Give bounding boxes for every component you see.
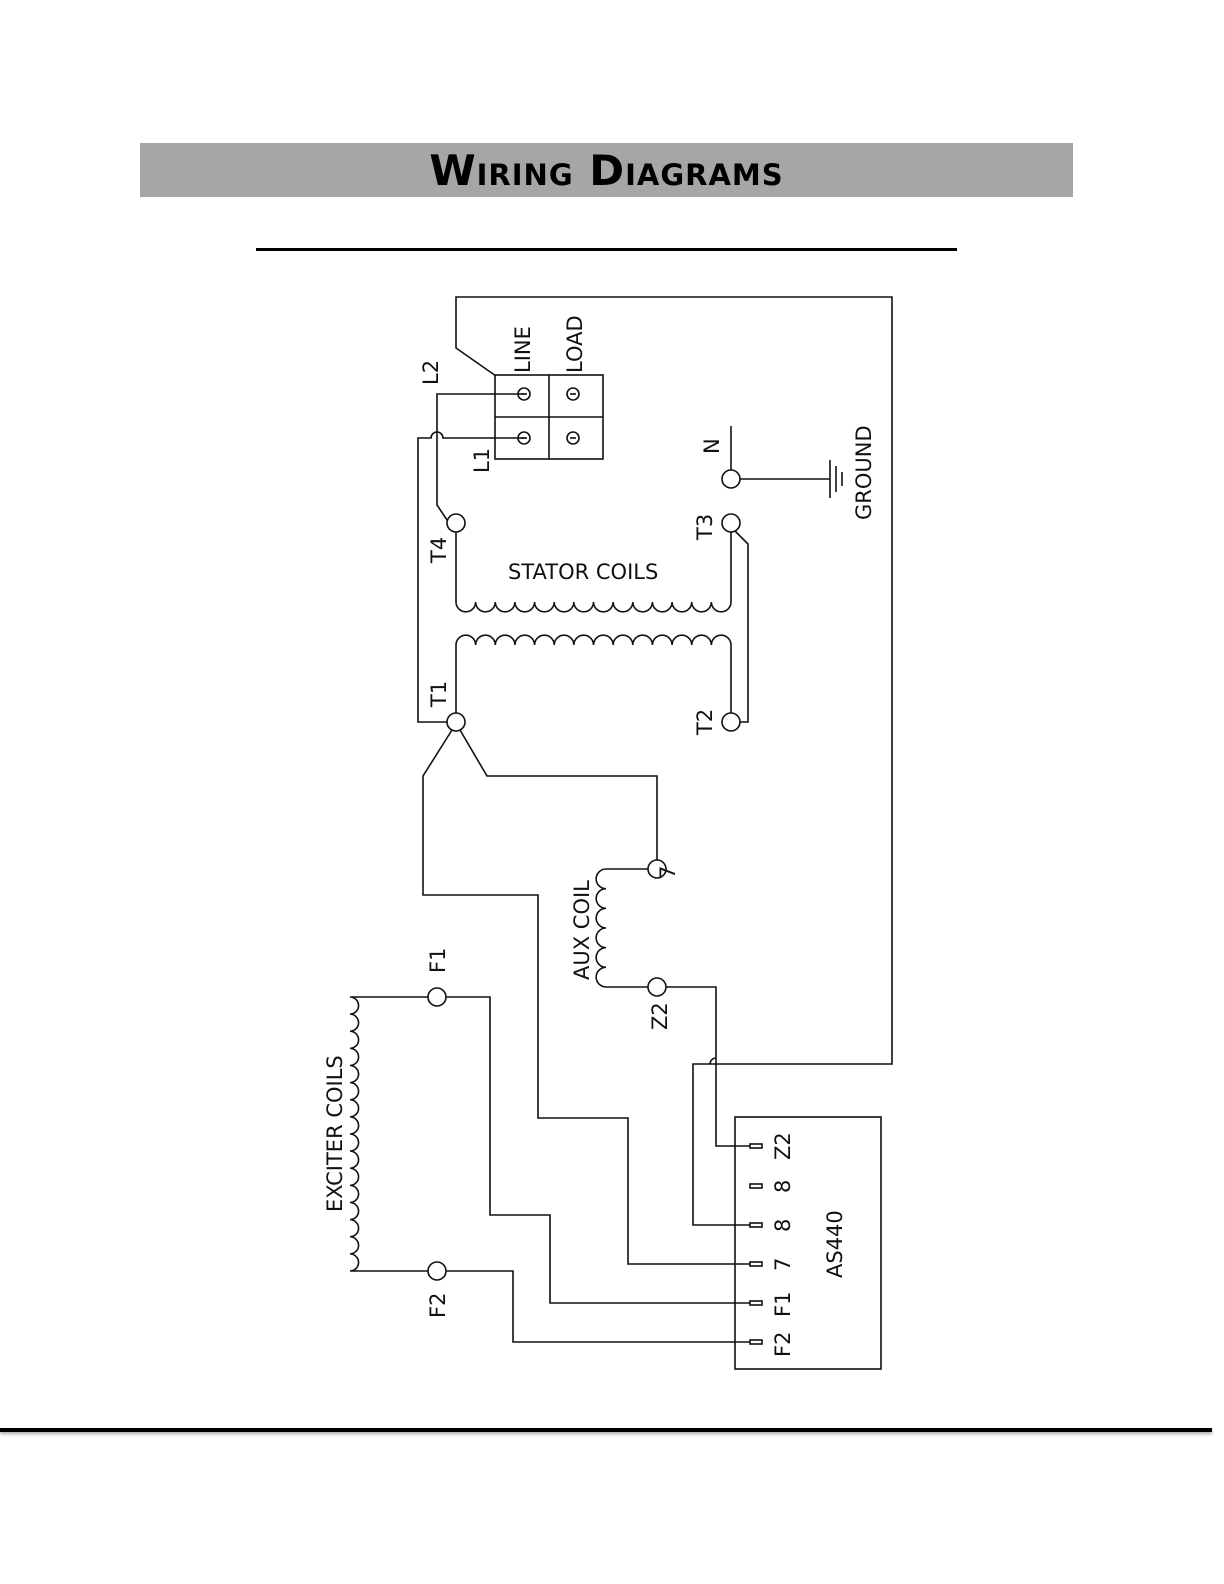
label-t1: T1 — [427, 681, 451, 708]
terminal-t2 — [722, 713, 740, 731]
terminal-t4 — [447, 514, 465, 532]
ground-symbol — [830, 460, 842, 498]
footer-rule — [0, 1428, 1212, 1432]
label-avr-name: AS440 — [823, 1210, 847, 1278]
stator-coil-lower — [456, 635, 731, 713]
label-exciter-coils: EXCITER COILS — [323, 1055, 347, 1212]
avr-terminal-f2: F2 — [771, 1332, 795, 1357]
avr-terminal-z2: Z2 — [771, 1132, 795, 1160]
avr-terminal-f1: F1 — [771, 1292, 795, 1317]
wire-f2-avr — [446, 1271, 750, 1342]
label-stator-coils: STATOR COILS — [508, 560, 658, 584]
terminal-z2 — [648, 978, 666, 996]
wire-t3-t2 — [735, 531, 748, 722]
label-t3: T3 — [693, 514, 717, 541]
label-f2: F2 — [426, 1293, 450, 1318]
wire-sense-avr-8 — [693, 1058, 750, 1225]
terminal-f1 — [428, 988, 446, 1006]
wire-z2-avr — [666, 987, 750, 1146]
wire-f1-avr — [446, 997, 750, 1303]
label-ground: GROUND — [852, 425, 876, 520]
label-t4: T4 — [427, 537, 451, 564]
avr-box — [735, 1117, 881, 1369]
avr-terminal-8b: 8 — [771, 1219, 795, 1232]
label-aux-coil: AUX COIL — [570, 880, 594, 980]
label-load: LOAD — [563, 315, 587, 373]
label-line: LINE — [511, 326, 535, 373]
terminal-f2 — [428, 1262, 446, 1280]
wire-t1-aux-7 — [460, 730, 657, 860]
sense-wire-outer — [456, 297, 892, 1064]
label-l1: L1 — [470, 448, 494, 473]
exciter-coil-winding — [350, 997, 428, 1271]
avr-terminal-8a: 8 — [771, 1180, 795, 1193]
terminal-t3 — [722, 514, 740, 532]
label-aux-7: 7 — [656, 866, 680, 879]
aux-coil-winding — [596, 869, 648, 987]
avr-pins — [750, 1144, 762, 1344]
label-n: N — [700, 438, 724, 454]
terminal-t1 — [447, 713, 465, 731]
avr-terminal-7: 7 — [771, 1258, 795, 1271]
terminal-n — [722, 470, 740, 488]
label-z2: Z2 — [648, 1002, 672, 1030]
screw-terminal-load-top — [567, 388, 579, 400]
label-l2: L2 — [419, 360, 443, 385]
screw-terminal-load-bottom — [567, 432, 579, 444]
label-t2: T2 — [693, 709, 717, 736]
label-f1: F1 — [426, 948, 450, 973]
breaker — [495, 375, 603, 459]
